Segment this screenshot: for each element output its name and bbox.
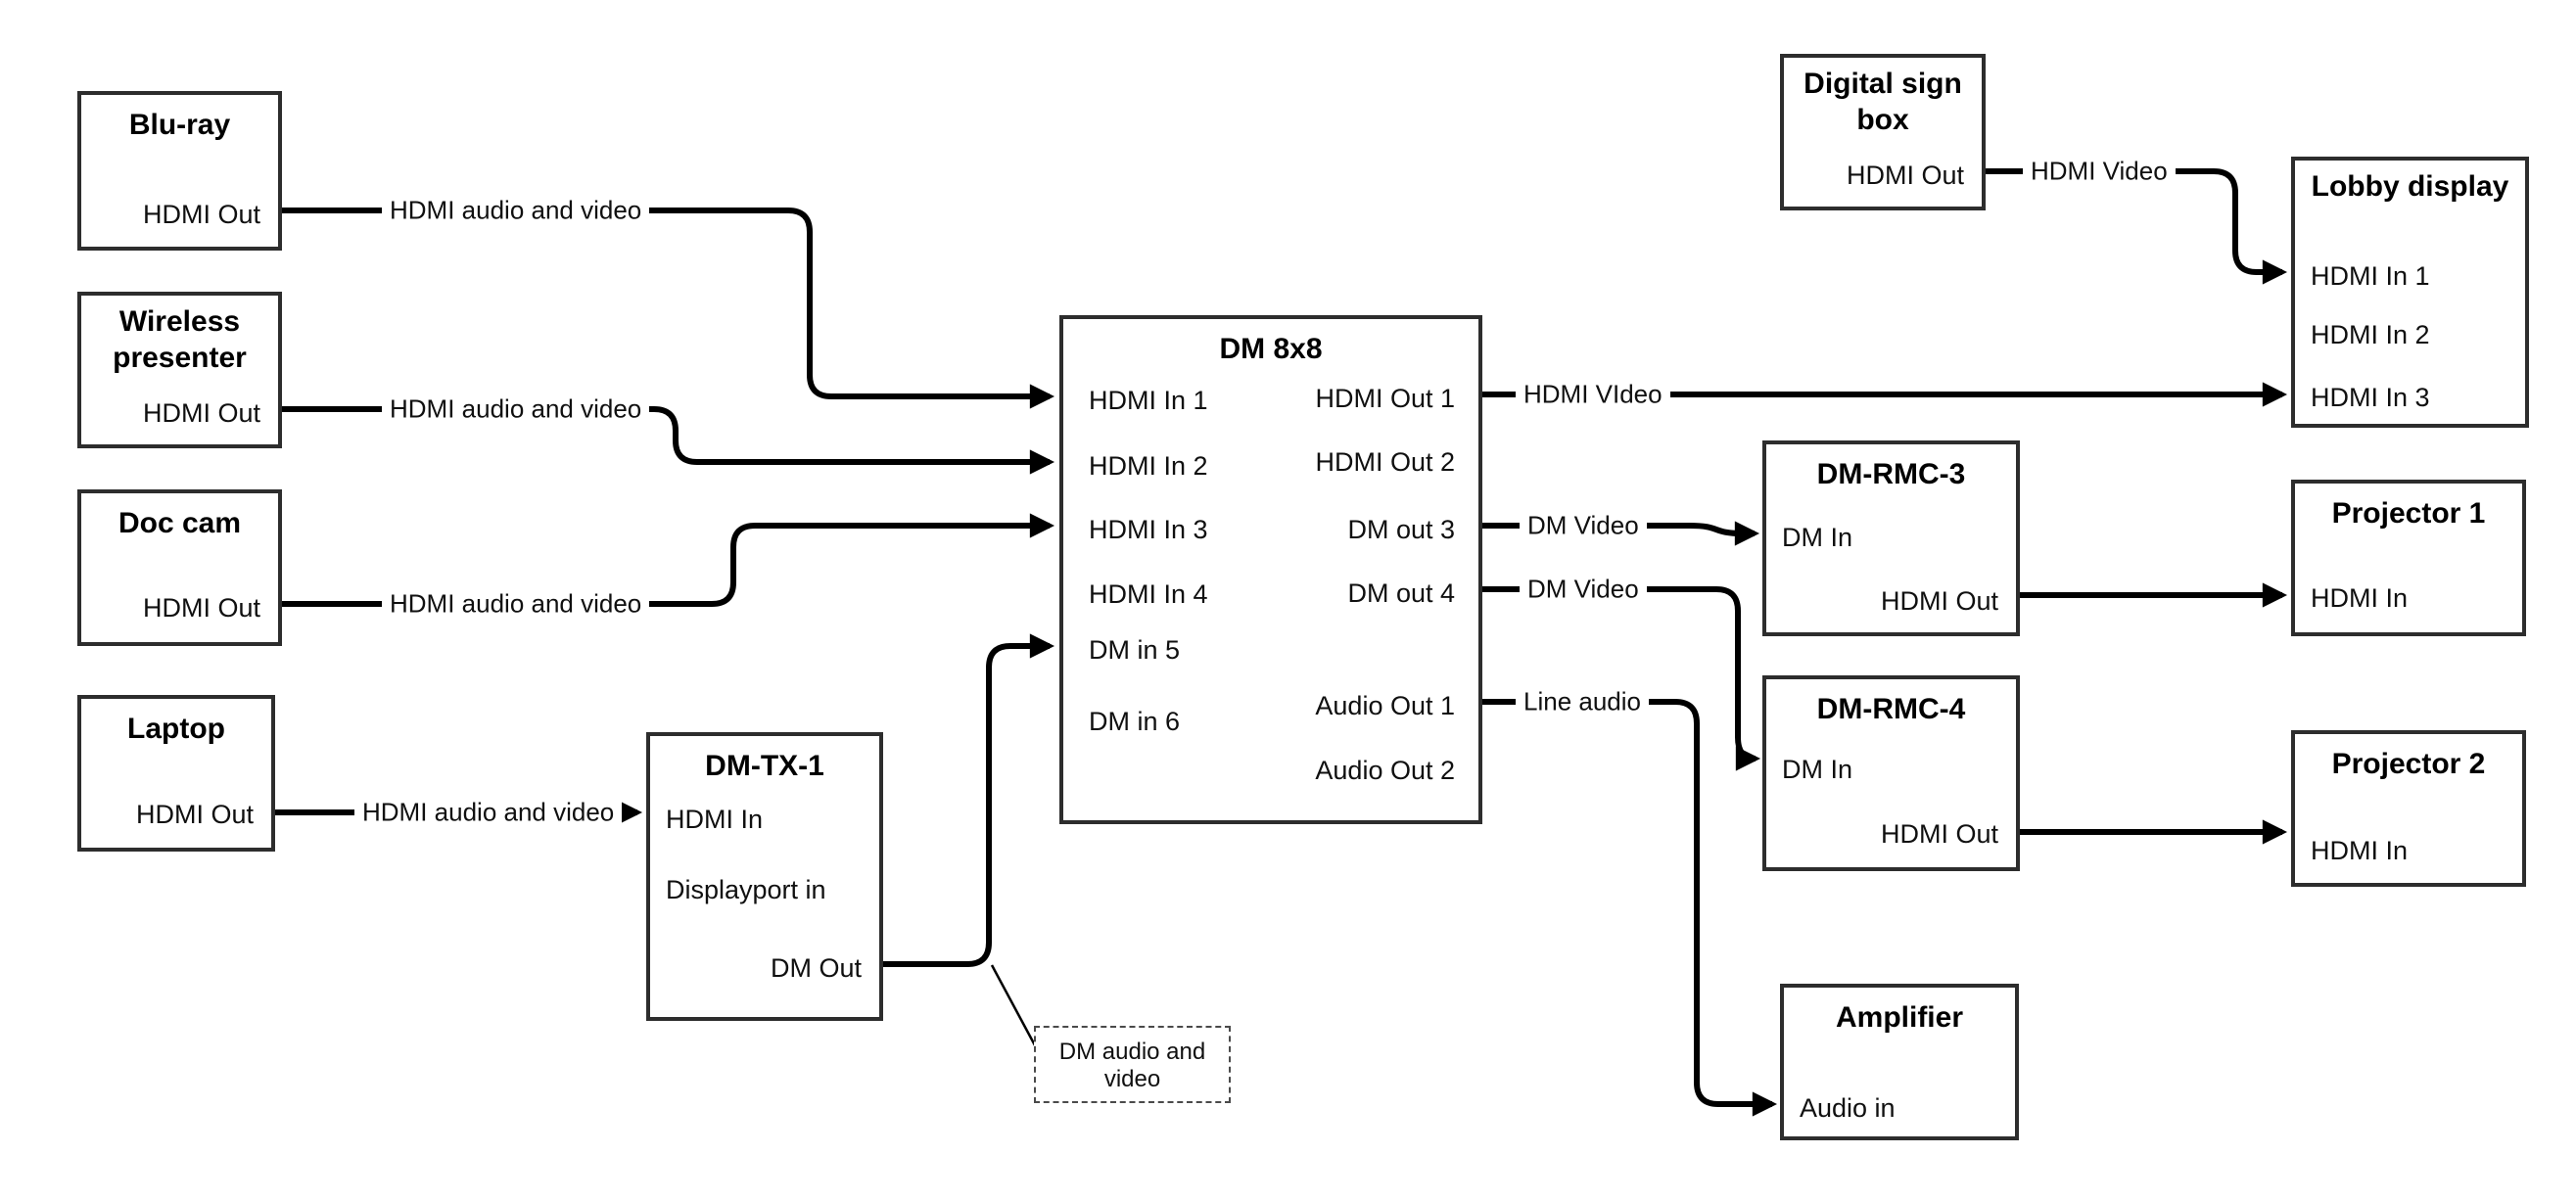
node-wireless-presenter: Wireless presenter HDMI Out xyxy=(77,292,282,448)
port-dm-in-6: DM in 6 xyxy=(1089,707,1181,736)
port-hdmi-out-2: HDMI Out 2 xyxy=(1315,447,1455,477)
node-title: Projector 2 xyxy=(2331,748,2486,780)
node-dm-8x8: DM 8x8 HDMI In 1 HDMI In 2 HDMI In 3 HDM… xyxy=(1059,315,1482,824)
node-dm-rmc-4: DM-RMC-4 DM In HDMI Out xyxy=(1762,675,2020,871)
port-hdmi-in: HDMI In xyxy=(2311,583,2409,613)
port-dm-out: DM Out xyxy=(770,953,862,983)
node-projector-2: Projector 2 HDMI In xyxy=(2291,730,2526,887)
port-hdmi-in-2: HDMI In 2 xyxy=(2311,320,2430,349)
node-dm-tx-1: DM-TX-1 HDMI In Displayport in DM Out xyxy=(646,732,883,1021)
node-title: Digital sign box xyxy=(1803,68,1962,136)
node-amplifier: Amplifier Audio in xyxy=(1780,984,2019,1140)
wire-label-hdmi-av-bluray: HDMI audio and video xyxy=(382,195,650,225)
wire-label-hdmi-video-sign: HDMI Video xyxy=(2023,156,2176,186)
port-hdmi-out: HDMI Out xyxy=(142,200,260,229)
port-hdmi-in-4: HDMI In 4 xyxy=(1089,579,1208,609)
wire-label-dm-video-out4: DM Video xyxy=(1520,574,1647,604)
wire-bluray-to-dm8x8-in1 xyxy=(282,208,1055,409)
node-projector-1: Projector 1 HDMI In xyxy=(2291,480,2526,636)
port-audio-in: Audio in xyxy=(1800,1093,1896,1123)
port-dm-in: DM In xyxy=(1782,755,1853,784)
node-bluray: Blu-ray HDMI Out xyxy=(77,91,282,251)
wire-dm8x8-out3-to-rmc3-dmin xyxy=(1482,521,1760,546)
port-audio-out-2: Audio Out 2 xyxy=(1315,756,1455,785)
node-laptop: Laptop HDMI Out xyxy=(77,695,275,852)
callout-dm-audio-video: DM audio and video xyxy=(1034,1026,1231,1103)
port-dm-in-5: DM in 5 xyxy=(1089,635,1181,665)
wire-label-hdmi-av-wireless: HDMI audio and video xyxy=(382,393,650,424)
node-title: DM-RMC-4 xyxy=(1816,693,1966,725)
port-hdmi-out: HDMI Out xyxy=(1880,586,1998,616)
wire-wireless-to-dm8x8-in2 xyxy=(282,406,1055,475)
port-displayport-in: Displayport in xyxy=(666,875,826,904)
port-hdmi-out: HDMI Out xyxy=(142,398,260,428)
node-doc-cam: Doc cam HDMI Out xyxy=(77,489,282,646)
port-hdmi-in-1: HDMI In 1 xyxy=(2311,261,2430,291)
port-hdmi-in: HDMI In xyxy=(666,805,764,834)
wire-dmtx1-dmout-to-dm8x8-in5 xyxy=(883,633,1055,967)
port-hdmi-in-1: HDMI In 1 xyxy=(1089,386,1208,415)
port-hdmi-in-2: HDMI In 2 xyxy=(1089,451,1208,481)
port-hdmi-in: HDMI In xyxy=(2311,836,2409,865)
node-title: DM 8x8 xyxy=(1219,333,1323,365)
node-title: Amplifier xyxy=(1835,1001,1964,1034)
port-hdmi-out: HDMI Out xyxy=(142,593,260,623)
port-audio-out-1: Audio Out 1 xyxy=(1315,691,1455,720)
wire-label-hdmi-av-laptop: HDMI audio and video xyxy=(354,797,623,827)
node-title: Projector 1 xyxy=(2331,497,2486,530)
wire-dm8x8-out4-to-rmc4-dmin xyxy=(1482,586,1761,771)
node-title: Lobby display xyxy=(2311,170,2509,203)
port-dm-out-3: DM out 3 xyxy=(1347,515,1455,544)
node-lobby-display: Lobby display HDMI In 1 HDMI In 2 HDMI I… xyxy=(2291,157,2529,428)
wire-digisign-to-lobby-in1 xyxy=(1986,168,2288,285)
wire-dm8x8-aout1-to-amp xyxy=(1482,699,1778,1117)
node-title: Laptop xyxy=(127,713,225,745)
wire-label-hdmi-video-out1: HDMI VIdeo xyxy=(1516,379,1670,409)
port-dm-in: DM In xyxy=(1782,523,1853,552)
node-title: Blu-ray xyxy=(128,109,231,141)
node-title: Doc cam xyxy=(117,507,242,539)
port-hdmi-out: HDMI Out xyxy=(1880,819,1998,849)
port-hdmi-out-1: HDMI Out 1 xyxy=(1315,384,1455,413)
node-dm-rmc-3: DM-RMC-3 DM In HDMI Out xyxy=(1762,440,2020,636)
wire-doccam-to-dm8x8-in3 xyxy=(282,513,1055,607)
node-title: Wireless presenter xyxy=(113,305,247,374)
wire-label-line-audio: Line audio xyxy=(1516,686,1649,716)
node-title: DM-RMC-3 xyxy=(1816,458,1966,490)
port-hdmi-out: HDMI Out xyxy=(1846,161,1964,190)
node-digital-sign-box: Digital sign box HDMI Out xyxy=(1780,54,1986,210)
port-dm-out-4: DM out 4 xyxy=(1347,578,1455,608)
callout-leader-line xyxy=(990,964,1037,1046)
port-hdmi-in-3: HDMI In 3 xyxy=(1089,515,1208,544)
port-hdmi-in-3: HDMI In 3 xyxy=(2311,383,2430,412)
wire-label-hdmi-av-doccam: HDMI audio and video xyxy=(382,588,650,619)
node-title: DM-TX-1 xyxy=(705,750,824,782)
wire-label-dm-video-out3: DM Video xyxy=(1520,510,1647,540)
port-hdmi-out: HDMI Out xyxy=(135,800,254,829)
